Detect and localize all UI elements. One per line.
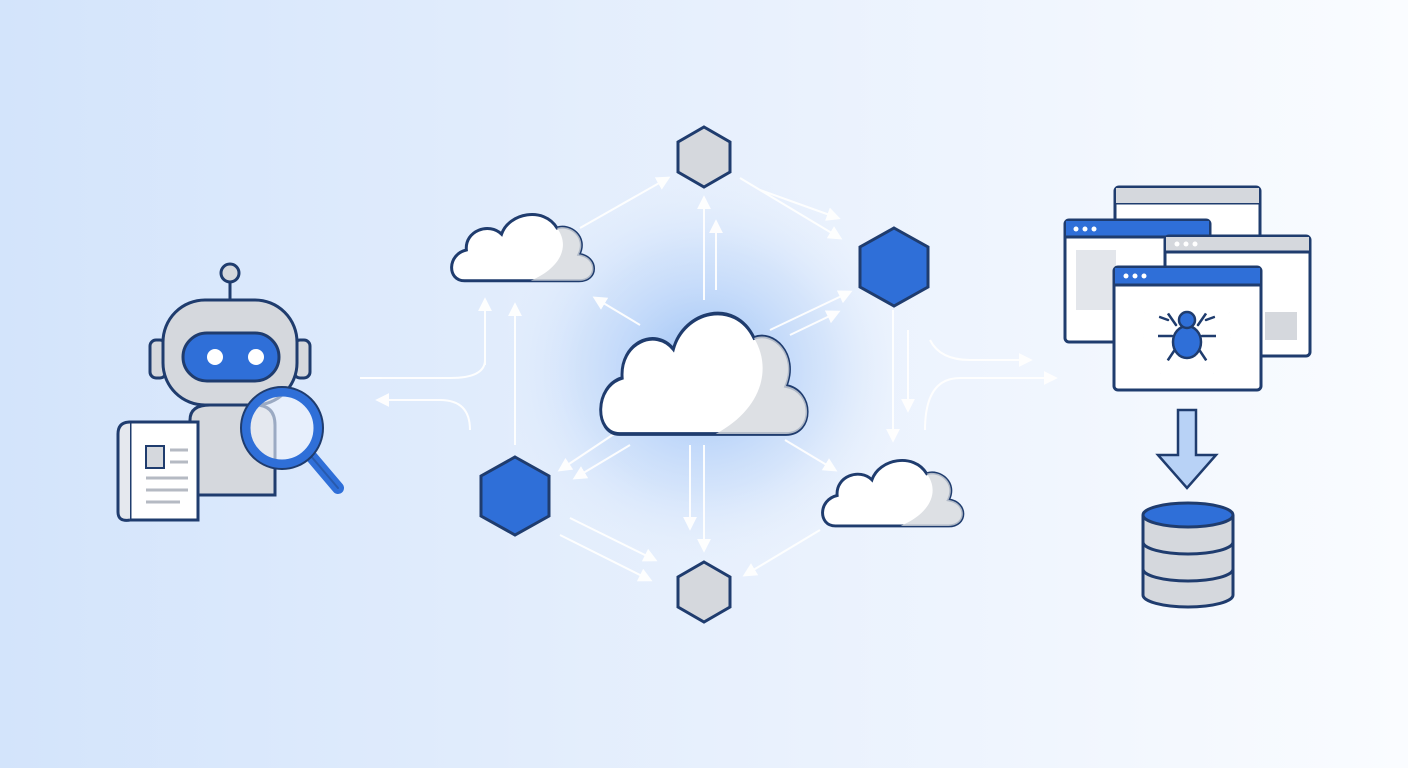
cloud-icon-center (598, 311, 809, 436)
cloud-icon-top-left (450, 213, 596, 283)
spider-crawler-icon (1140, 299, 1234, 375)
hexagon-node-icon-left (479, 455, 551, 537)
magnifying-glass-icon (240, 386, 344, 494)
database-icon (1141, 501, 1235, 609)
hexagon-node-icon-top (676, 125, 732, 189)
hexagon-node-icon-right (858, 226, 930, 308)
cloud-icon-bottom-right (821, 458, 965, 528)
document-scroll-icon (116, 420, 200, 522)
arrow-down-icon (1155, 408, 1219, 490)
hexagon-node-icon-bottom (676, 560, 732, 624)
connection-arrows (360, 176, 1058, 582)
